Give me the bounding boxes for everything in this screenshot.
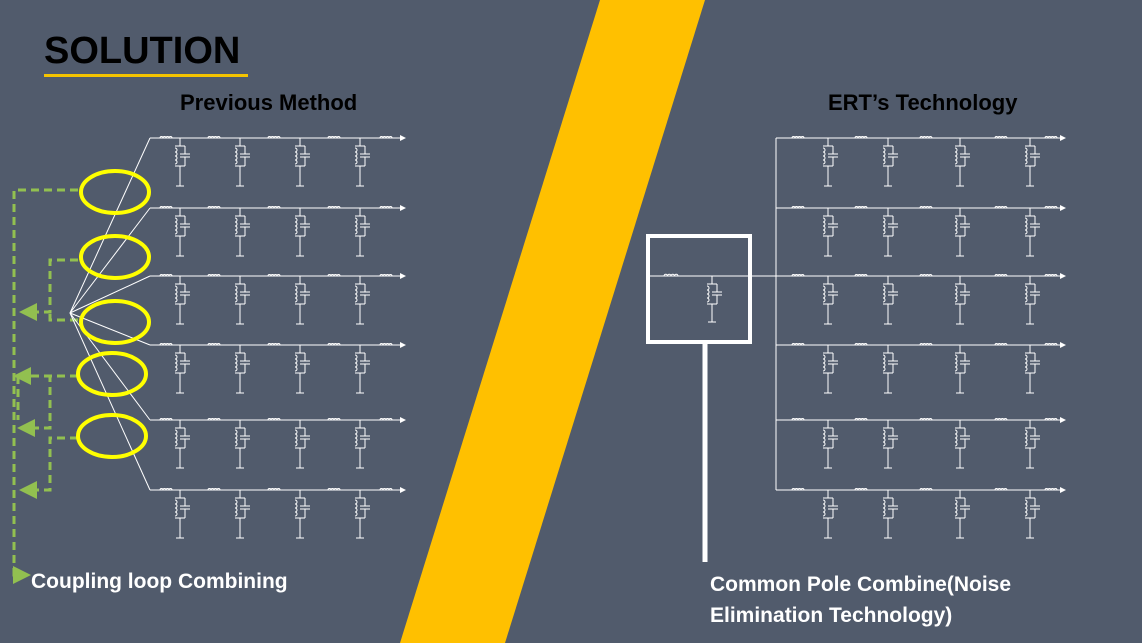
title-underline (44, 74, 248, 77)
ert-filter-row-2 (776, 205, 1066, 257)
previous-filter-row-5 (150, 417, 406, 469)
common-pole-caption-line2: Elimination Technology) (710, 604, 953, 627)
coupling-circle-4 (76, 351, 148, 397)
coupling-arrow-outer (12, 188, 78, 584)
ert-filter-row-1 (776, 135, 1066, 187)
coupling-loop-caption: Coupling loop Combining (31, 570, 288, 593)
coupling-arrow-3 (48, 312, 78, 322)
ert-filter-row-4 (776, 342, 1066, 394)
coupling-arrow-5 (17, 374, 78, 437)
coupling-circle-2 (79, 234, 151, 280)
previous-method-header: Previous Method (180, 90, 358, 115)
common-pole-highlight-box (646, 234, 752, 344)
coupling-circle-5 (76, 413, 148, 459)
ert-common-bus (650, 138, 777, 490)
page-title: SOLUTION (44, 30, 241, 72)
coupling-circle-1 (79, 169, 151, 215)
coupling-arrow-2 (19, 258, 78, 321)
coupling-arrow-6 (19, 436, 78, 499)
ert-technology-header: ERT’s Technology (828, 90, 1018, 115)
coupling-circle-3 (79, 299, 151, 345)
ert-filter-row-5 (776, 417, 1066, 469)
previous-filter-row-2 (150, 205, 406, 257)
previous-filter-row-6 (150, 487, 406, 539)
common-pole-caption-line1: Common Pole Combine(Noise (710, 573, 1012, 596)
ert-filter-row-3 (776, 273, 1066, 325)
previous-filter-row-3 (150, 273, 406, 325)
previous-filter-row-4 (150, 342, 406, 394)
previous-filter-row-1 (150, 135, 406, 187)
ert-filter-row-6 (776, 487, 1066, 539)
